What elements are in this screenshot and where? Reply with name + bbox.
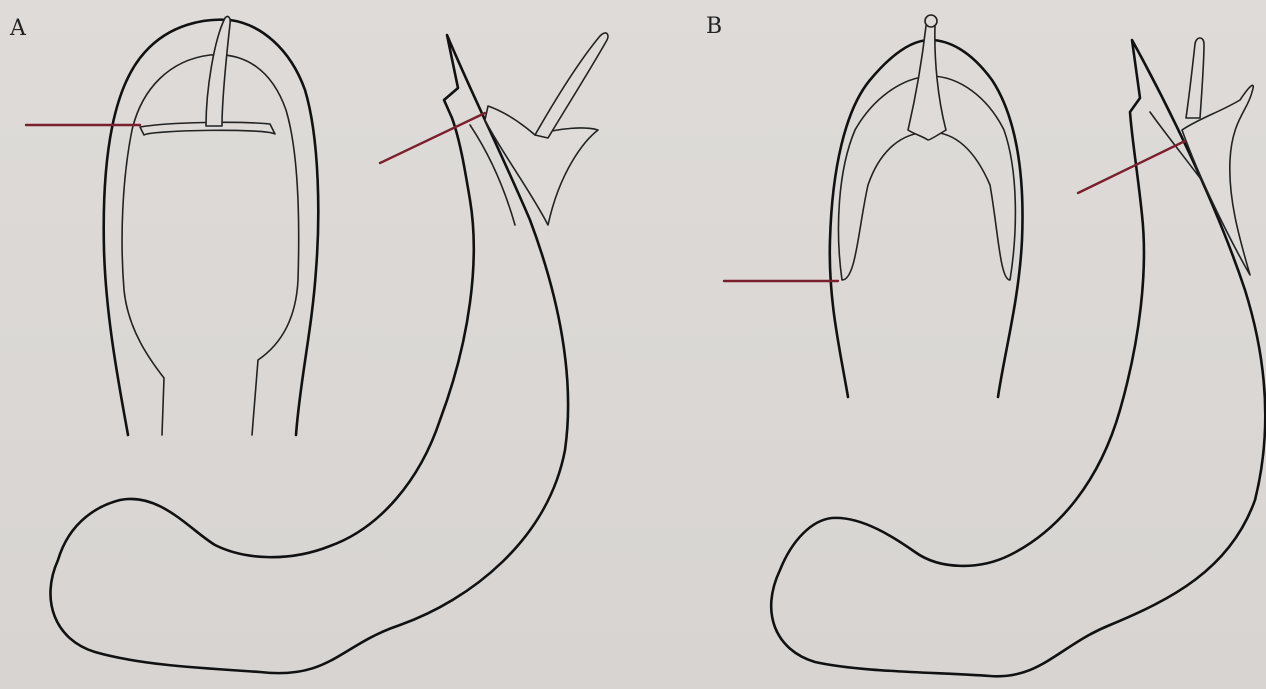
panel-b-dorsal-view: [830, 15, 1023, 397]
panel-a-drawing: [26, 16, 608, 673]
panel-a-dorsal-view: [104, 16, 319, 435]
panel-b-rod-knob: [925, 15, 937, 27]
panel-b-pointer-right: [1078, 141, 1185, 193]
panel-a-lateral-view: [50, 33, 608, 673]
panel-b-median-rod: [908, 20, 946, 140]
panel-a-lateral-rod: [535, 33, 608, 138]
panel-a-median-rod: [206, 16, 230, 126]
panel-b-lateral-rod: [1186, 38, 1204, 118]
panel-a-pointer-right: [380, 113, 485, 163]
panel-b-drawing: [724, 15, 1265, 676]
